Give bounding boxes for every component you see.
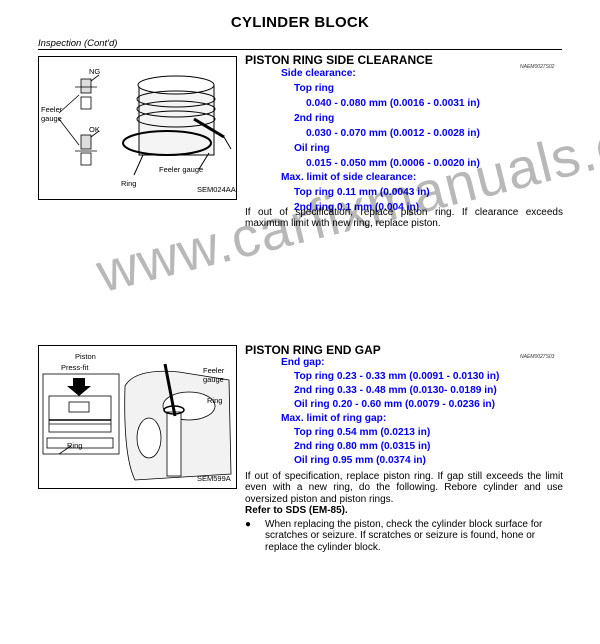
end-gap-illustration [42, 363, 232, 481]
bullet-icon: ● [245, 519, 252, 530]
section-note: If out of specification, replace piston … [245, 207, 563, 230]
section-code: NAEM0027S03 [520, 354, 555, 360]
spec-value: 2nd ring 0.80 mm (0.0315 in) [294, 441, 431, 452]
header-divider [38, 49, 562, 50]
section-title-side-clearance: PISTON RING SIDE CLEARANCE [245, 53, 433, 67]
section-title-end-gap: PISTON RING END GAP [245, 343, 381, 357]
spec-label: Max. limit of side clearance: [281, 172, 417, 183]
spec-ring-name: Oil ring [294, 143, 330, 154]
label-ring-right: Ring [207, 396, 223, 405]
label-feeler-gauge-left: Feeler gauge [41, 105, 63, 123]
spec-value: 2nd ring 0.1 mm (0.004 in) [294, 202, 420, 213]
side-clearance-illustration [58, 74, 232, 176]
label-ring: Ring [121, 179, 137, 188]
spec-value: Oil ring 0.20 - 0.60 mm (0.0079 - 0.0236… [294, 399, 496, 410]
figure-side-clearance: NG Feeler gauge OK Feeler gauge Ring SEM… [38, 56, 237, 200]
label-piston: Piston [75, 352, 96, 361]
spec-label: End gap: [281, 357, 325, 368]
label-ring: Ring [67, 441, 83, 450]
spec-value: 0.015 - 0.050 mm (0.0006 - 0.0020 in) [306, 158, 480, 169]
spec-value: 2nd ring 0.33 - 0.48 mm (0.0130- 0.0189 … [294, 385, 497, 396]
spec-label: Side clearance: [281, 68, 356, 79]
spec-ring-name: 2nd ring [294, 113, 335, 124]
page-subheader: Inspection (Cont'd) [38, 38, 118, 49]
bullet-text: When replacing the piston, check the cyl… [265, 519, 543, 553]
label-feeler-gauge-right: Feeler gauge [159, 165, 204, 174]
figure-end-gap: Piston Press-fit Ring Feeler gauge Ring … [38, 345, 237, 489]
spec-value: Top ring 0.54 mm (0.0213 in) [294, 427, 431, 438]
figure-id: SEM599A [197, 474, 231, 483]
spec-value: Oil ring 0.95 mm (0.0374 in) [294, 455, 426, 466]
press-arrow-icon [67, 378, 91, 396]
section-code: NAEM0027S02 [520, 64, 555, 70]
figure-id: SEM024AA [197, 185, 236, 194]
refer-link-text: Refer to SDS (EM-85). [245, 505, 348, 516]
spec-value: 0.040 - 0.080 mm (0.0016 - 0.0031 in) [306, 98, 480, 109]
label-ng: NG [89, 67, 101, 76]
label-press-fit: Press-fit [61, 363, 89, 372]
page-title: CYLINDER BLOCK [230, 14, 370, 31]
spec-ring-name: Top ring [294, 83, 334, 94]
spec-value: Top ring 0.11 mm (0.0043 in) [294, 187, 430, 198]
label-ok: OK [89, 125, 100, 134]
spec-value: 0.030 - 0.070 mm (0.0012 - 0.0028 in) [306, 128, 480, 139]
section-note: If out of specification, replace piston … [245, 471, 563, 505]
spec-label: Max. limit of ring gap: [281, 413, 387, 424]
spec-value: Top ring 0.23 - 0.33 mm (0.0091 - 0.0130… [294, 371, 500, 382]
label-feeler-gauge: Feeler gauge [203, 366, 225, 384]
